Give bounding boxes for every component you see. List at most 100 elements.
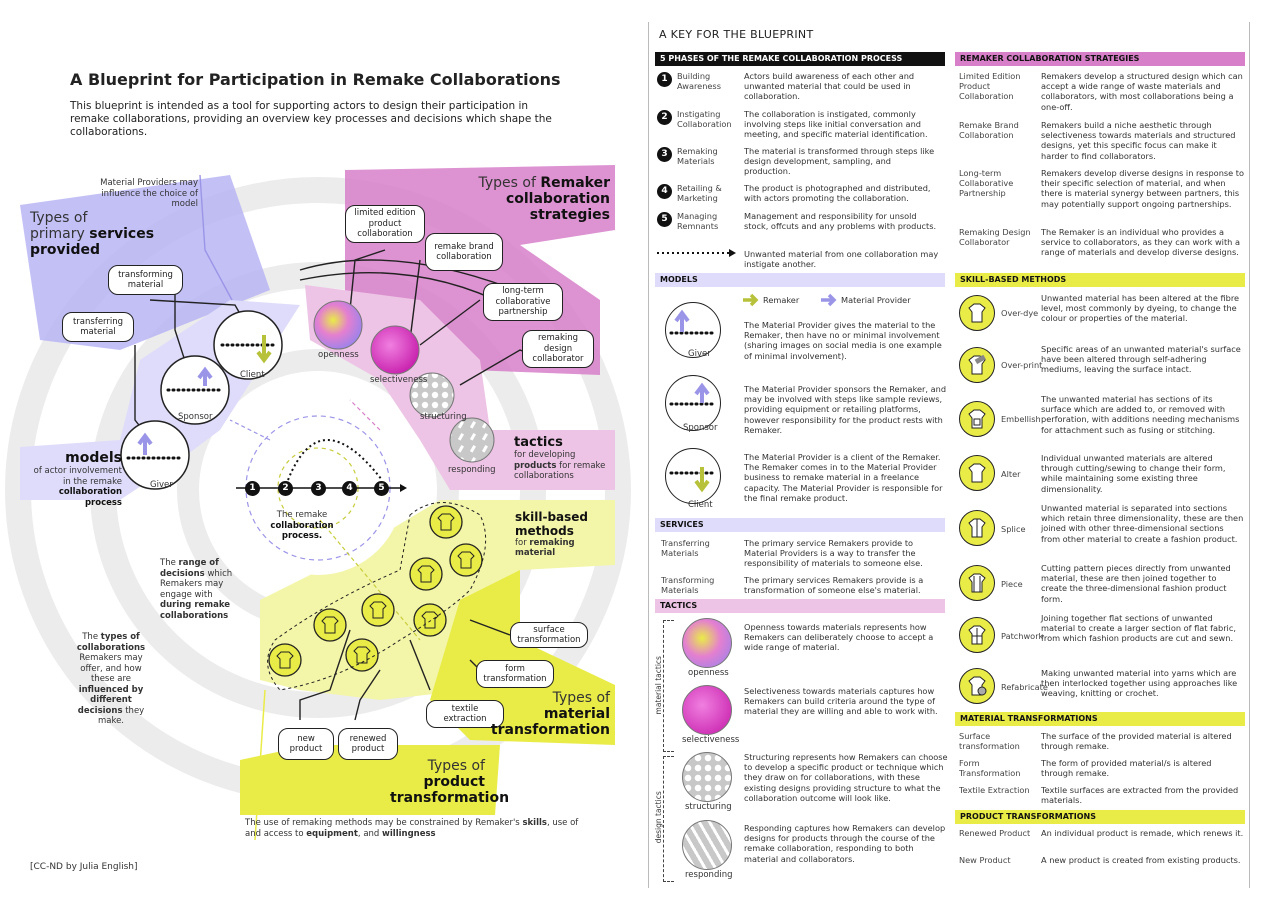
model-icon-sponsor xyxy=(665,375,721,431)
tactic-selectiveness-desc: Selectiveness towards materials captures… xyxy=(744,686,938,717)
over-dye-icon xyxy=(959,295,995,331)
tactic-label-responding: responding xyxy=(448,465,496,475)
strategy-limited-edition: limited edition product collaboration xyxy=(345,205,425,243)
material-term: Textile Extraction xyxy=(959,785,1030,795)
range-note: The range of decisions which Remakers ma… xyxy=(160,558,233,621)
page-subtitle: This blueprint is intended as a tool for… xyxy=(70,100,552,138)
mat-surface: surface transformation xyxy=(510,622,588,648)
strategy-desc: Remakers develop diverse designs in resp… xyxy=(1041,168,1245,209)
mat-textile: textile extraction xyxy=(426,700,504,728)
refabricate-icon xyxy=(959,668,995,704)
strategy-desc: Remakers build a niche aesthetic through… xyxy=(1041,120,1236,161)
pink-dashed-link xyxy=(349,399,381,431)
strategy-long-term: long-term collaborative partnership xyxy=(483,283,563,321)
model-label-giver: Giver xyxy=(150,480,173,490)
constraint-line xyxy=(254,689,266,841)
models-legend xyxy=(743,293,837,307)
process-arrowhead xyxy=(400,484,407,492)
skill-term: Over-dye xyxy=(1001,308,1039,318)
tactic-structuring-desc: Structuring represents how Remakers can … xyxy=(744,752,948,803)
material-note-arrow xyxy=(199,174,233,301)
key-phase-term: Instigating Collaboration xyxy=(677,109,732,130)
service-term: Transferring Materials xyxy=(661,538,710,559)
strategy-desc: Remakers develop a structured design whi… xyxy=(1041,71,1243,112)
types-note: The types of collaborations Remakers may… xyxy=(76,632,146,726)
blueprint-panel: A Blueprint for Participation in Remake … xyxy=(0,0,636,900)
model-giver-desc: The Material Provider gives the material… xyxy=(744,320,942,361)
key-phase-term: Building Awareness xyxy=(677,71,721,92)
material-desc: The form of provided material/s is alter… xyxy=(1041,758,1212,779)
key-phase-num: 3 xyxy=(657,147,672,162)
strategy-remaking-design: remaking design collaborator xyxy=(522,330,594,368)
process-label: The remake collaboration process. xyxy=(270,510,334,541)
yellow-dashed-link xyxy=(319,519,421,641)
models-header: MODELS xyxy=(655,273,945,287)
skill-term: Piece xyxy=(1001,579,1023,589)
product-renewed: renewed product xyxy=(338,728,398,760)
key-phase-term: Remaking Materials xyxy=(677,146,718,167)
material-desc: The surface of the provided material is … xyxy=(1041,731,1232,752)
key-phase-desc: The collaboration is instigated, commonl… xyxy=(744,109,928,140)
instigate-desc: Unwanted material from one collaboration… xyxy=(744,249,939,270)
strategy-desc: The Remaker is an individual who provide… xyxy=(1041,227,1240,258)
embellish-icon xyxy=(959,401,995,437)
model-client-label: Client xyxy=(688,500,713,510)
key-panel: A KEY FOR THE BLUEPRINT 5 PHASES OF THE … xyxy=(637,0,1273,900)
mat-form: form transformation xyxy=(476,660,554,688)
tactic-openness-desc: Openness towards materials represents ho… xyxy=(744,622,934,653)
service-desc: The primary service Remakers provide to … xyxy=(744,538,923,569)
skill-term: Refabricate xyxy=(1001,682,1048,692)
model-client-desc: The Material Provider is a client of the… xyxy=(744,452,943,503)
phase-5: 5 xyxy=(374,481,389,496)
strategy-term: Limited Edition Product Collaboration xyxy=(959,71,1021,102)
patchwork-icon xyxy=(959,617,995,653)
key-phase-desc: The product is photographed and distribu… xyxy=(744,183,931,204)
skill-desc: Joining together flat sections of unwant… xyxy=(1041,613,1236,644)
models-title-block: models of actor involvement in the remak… xyxy=(33,450,122,508)
key-border xyxy=(648,22,1250,888)
skill-desc: Specific areas of an unwanted material's… xyxy=(1041,344,1241,375)
service-desc: The primary services Remakers provide is… xyxy=(744,575,924,596)
model-label-client: Client xyxy=(240,370,265,380)
purple-dashed-link xyxy=(229,419,271,441)
skill-term: Over-print xyxy=(1001,360,1043,370)
skill-term: Splice xyxy=(1001,524,1026,534)
skill-desc: Unwanted material has been altered at th… xyxy=(1041,293,1240,324)
legend-remaker: Remaker xyxy=(763,295,800,305)
skill-desc: Individual unwanted materials are altere… xyxy=(1041,453,1226,494)
tactics-header: TACTICS xyxy=(655,599,945,613)
material-header: MATERIAL TRANSFORMATIONS xyxy=(955,712,1245,726)
strategy-remake-brand: remake brand collaboration xyxy=(425,233,503,271)
selectiveness-icon xyxy=(682,685,732,735)
strategy-term: Remake Brand Collaboration xyxy=(959,120,1019,141)
legend-provider: Material Provider xyxy=(841,295,911,305)
product-desc: An individual product is remade, which r… xyxy=(1041,828,1244,838)
phase-3: 3 xyxy=(311,481,326,496)
phase-2: 2 xyxy=(278,481,293,496)
strategies-header: REMAKER COLLABORATION STRATEGIES xyxy=(955,52,1245,66)
material-note: Material Providers may influence the cho… xyxy=(100,178,198,209)
product-header: PRODUCT TRANSFORMATIONS xyxy=(955,810,1245,824)
piece-icon xyxy=(959,565,995,601)
tactic-circles xyxy=(313,300,495,463)
key-phase-num: 1 xyxy=(657,72,672,87)
phases-header: 5 PHASES OF THE REMAKE COLLABORATION PRO… xyxy=(655,52,945,66)
tactic-selectiveness-label: selectiveness xyxy=(682,735,740,745)
skill-circles xyxy=(268,505,483,677)
tactic-openness-label: openness xyxy=(688,668,729,678)
key-phase-desc: Management and responsibility for unsold… xyxy=(744,211,937,232)
skill-title-block: skill-based methods for remaking materia… xyxy=(515,510,589,558)
skill-shirt-icons xyxy=(276,513,475,669)
model-sponsor-desc: The Material Provider sponsors the Remak… xyxy=(744,384,947,435)
structuring-icon xyxy=(682,752,732,802)
material-term: Surface transformation xyxy=(959,731,1020,752)
model-sponsor-label: Sponsor xyxy=(683,423,718,433)
key-phase-term: Managing Remnants xyxy=(677,211,719,232)
skill-term: Alter xyxy=(1001,469,1021,479)
phase-4: 4 xyxy=(342,481,357,496)
service-transferring: transferring material xyxy=(62,312,134,342)
material-term: Form Transformation xyxy=(959,758,1021,779)
model-circles xyxy=(120,310,283,490)
strategies-title: Types of Remaker collaboration strategie… xyxy=(478,175,610,223)
